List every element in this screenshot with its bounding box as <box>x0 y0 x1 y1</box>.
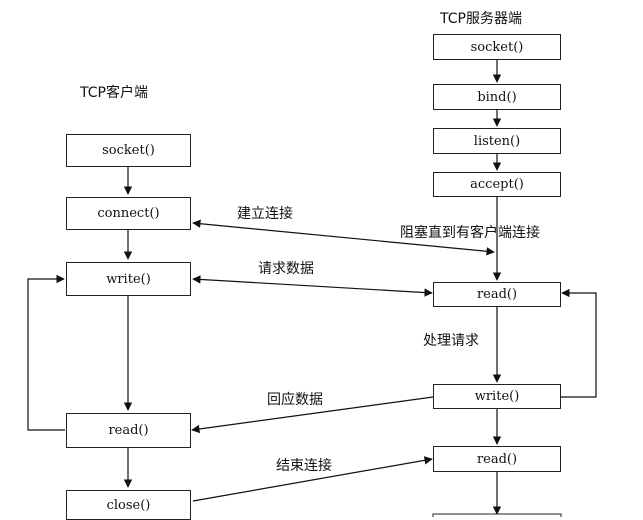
client-read-label: read() <box>108 423 149 438</box>
client-socket-label: socket() <box>102 143 155 158</box>
server-accept-box: accept() <box>433 172 561 197</box>
server-bottom-partial-box <box>432 513 562 517</box>
server-bind-box: bind() <box>433 84 561 110</box>
client-write-label: write() <box>106 271 151 287</box>
server-title: TCP服务器端 <box>440 11 522 27</box>
server-socket-box: socket() <box>433 34 561 60</box>
server-write-label: write() <box>474 389 520 404</box>
request-data-arrow <box>192 275 433 297</box>
server-listen-label: listen() <box>473 133 521 149</box>
server-listen-box: listen() <box>433 128 561 154</box>
client-write-box: write() <box>66 262 191 296</box>
block-until-connect-label: 阻塞直到有客户端连接 <box>400 225 540 241</box>
response-data-label: 回应数据 <box>267 392 323 408</box>
end-connection-arrow <box>192 456 433 502</box>
client-loop-back-arrow <box>27 274 65 431</box>
server-bind-label: bind() <box>477 89 517 105</box>
client-connect-box: connect() <box>66 197 191 230</box>
server-read-second-box: read() <box>433 446 561 472</box>
process-request-label: 处理请求 <box>423 333 479 349</box>
client-title: TCP客户端 <box>80 85 148 101</box>
server-read-box: read() <box>433 282 561 307</box>
server-read-label: read() <box>476 287 518 302</box>
server-read-second-label: read() <box>476 451 518 467</box>
server-write-box: write() <box>433 384 561 409</box>
end-connection-label: 结束连接 <box>276 458 332 474</box>
client-close-box: close() <box>66 490 191 520</box>
client-close-label: close() <box>106 497 151 513</box>
establish-connection-label: 建立连接 <box>237 206 293 222</box>
server-socket-label: socket() <box>470 39 524 55</box>
server-accept-label: accept() <box>470 177 524 192</box>
server-loop-back-arrow <box>560 288 597 398</box>
client-read-box: read() <box>66 413 191 448</box>
client-connect-label: connect() <box>97 206 160 221</box>
client-socket-box: socket() <box>66 134 191 167</box>
request-data-label: 请求数据 <box>258 261 314 277</box>
response-data-arrow <box>191 396 434 434</box>
establish-connection-arrow <box>192 219 495 256</box>
